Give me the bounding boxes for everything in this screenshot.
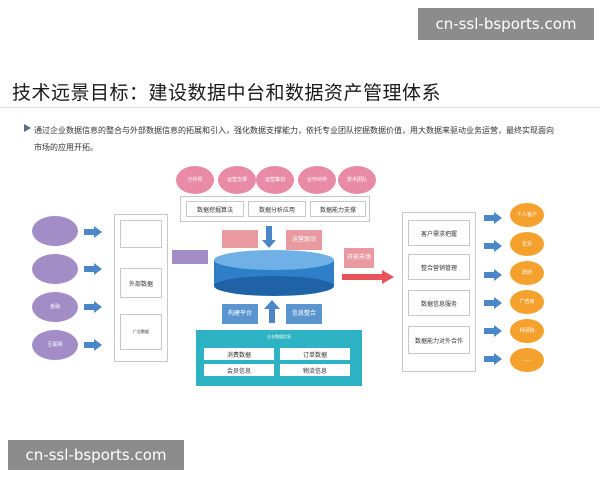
- info-integration-box: 信息整合: [286, 304, 322, 324]
- open-market-box: 开拓市场: [344, 248, 374, 268]
- right-arrow-head-6: [494, 353, 502, 365]
- top-circle-tech-team: 技术团队: [338, 166, 376, 194]
- right-circle-research: 科研院: [510, 319, 544, 343]
- slide-title: 技术远景目标：建设数据中台和数据资产管理体系: [12, 82, 442, 104]
- service-external-cooperation: 数据能力对外合作: [408, 326, 470, 354]
- right-arrow-head-1: [494, 212, 502, 224]
- external-data-label: 外部数据: [120, 268, 162, 298]
- service-data-info: 数据信息服务: [408, 290, 470, 316]
- top-circle-ops-planning: 运营策划: [256, 166, 294, 194]
- left-circle-1: [32, 216, 78, 246]
- up-arrow-shaft: [269, 309, 275, 323]
- description: 通过企业数据信息的整合与外部数据信息的拓展和引入，强化数据支撑能力，依托专业团队…: [34, 126, 554, 152]
- right-circle-more: ……: [510, 348, 544, 372]
- internal-data-title: 企业数据信息: [267, 334, 291, 339]
- top-left-pink-block: [222, 230, 258, 248]
- title-divider: [0, 107, 600, 108]
- right-arrow-3: [484, 272, 494, 278]
- left-arrow-head-2: [94, 263, 102, 275]
- service-customer-needs: 客户需求把握: [408, 220, 470, 246]
- down-arrow-head: [262, 240, 276, 248]
- service-integrated-marketing: 整合营销管理: [408, 254, 470, 280]
- internal-logistics-info: 物流信息: [280, 364, 350, 376]
- left-arrow-2: [84, 266, 94, 272]
- internal-member-info: 会员信息: [204, 364, 274, 376]
- external-to-center-block: [172, 250, 208, 264]
- right-arrow-head-4: [494, 297, 502, 309]
- right-arrow-4: [484, 300, 494, 306]
- external-slot-1: [120, 220, 162, 248]
- left-arrow-head-4: [94, 339, 102, 351]
- right-arrow-head-3: [494, 269, 502, 281]
- top-circle-partner: 合作伙伴: [298, 166, 336, 194]
- right-circle-government: 政府: [510, 261, 544, 285]
- left-circle-2: [32, 254, 78, 284]
- ops-driven-box: 运营驱动: [286, 230, 322, 250]
- left-arrow-head-3: [94, 301, 102, 313]
- external-ad-data: 广告数据: [120, 314, 162, 350]
- right-red-arrow-head: [382, 270, 394, 284]
- watermark-bottom: cn-ssl-bsports.com: [8, 440, 184, 470]
- right-arrow-1: [484, 215, 494, 221]
- central-data-cylinder: [214, 250, 334, 296]
- right-arrow-5: [484, 328, 494, 334]
- up-arrow-head: [264, 300, 280, 309]
- top-circle-analyst: 分析师: [176, 166, 214, 194]
- internal-consumption-data: 消费数据: [204, 348, 274, 360]
- capability-analysis-application: 数据分析应用: [248, 201, 306, 217]
- left-circle-finance: 金融: [32, 292, 78, 322]
- right-arrow-2: [484, 243, 494, 249]
- capability-support: 数据能力支撑: [310, 201, 366, 217]
- capability-mining-algorithm: 数据挖掘算法: [186, 201, 244, 217]
- left-circle-internet: 互联网: [32, 330, 78, 360]
- left-arrow-3: [84, 304, 94, 310]
- internal-order-data: 订单数据: [280, 348, 350, 360]
- right-red-arrow-shaft: [342, 274, 382, 280]
- left-arrow-head-1: [94, 226, 102, 238]
- left-arrow-1: [84, 229, 94, 235]
- right-arrow-head-2: [494, 240, 502, 252]
- bullet-icon: [24, 124, 31, 132]
- build-platform-box: 构建平台: [222, 304, 258, 324]
- right-circle-enterprise: 企业: [510, 232, 544, 256]
- down-arrow-shaft: [266, 226, 272, 240]
- right-circle-advertiser: 广告商: [510, 290, 544, 314]
- left-arrow-4: [84, 342, 94, 348]
- watermark-top: cn-ssl-bsports.com: [418, 8, 594, 40]
- right-arrow-head-5: [494, 325, 502, 337]
- right-circle-individual: 个人客户: [510, 203, 544, 227]
- top-circle-ops-support: 运营支撑: [218, 166, 256, 194]
- right-arrow-6: [484, 356, 494, 362]
